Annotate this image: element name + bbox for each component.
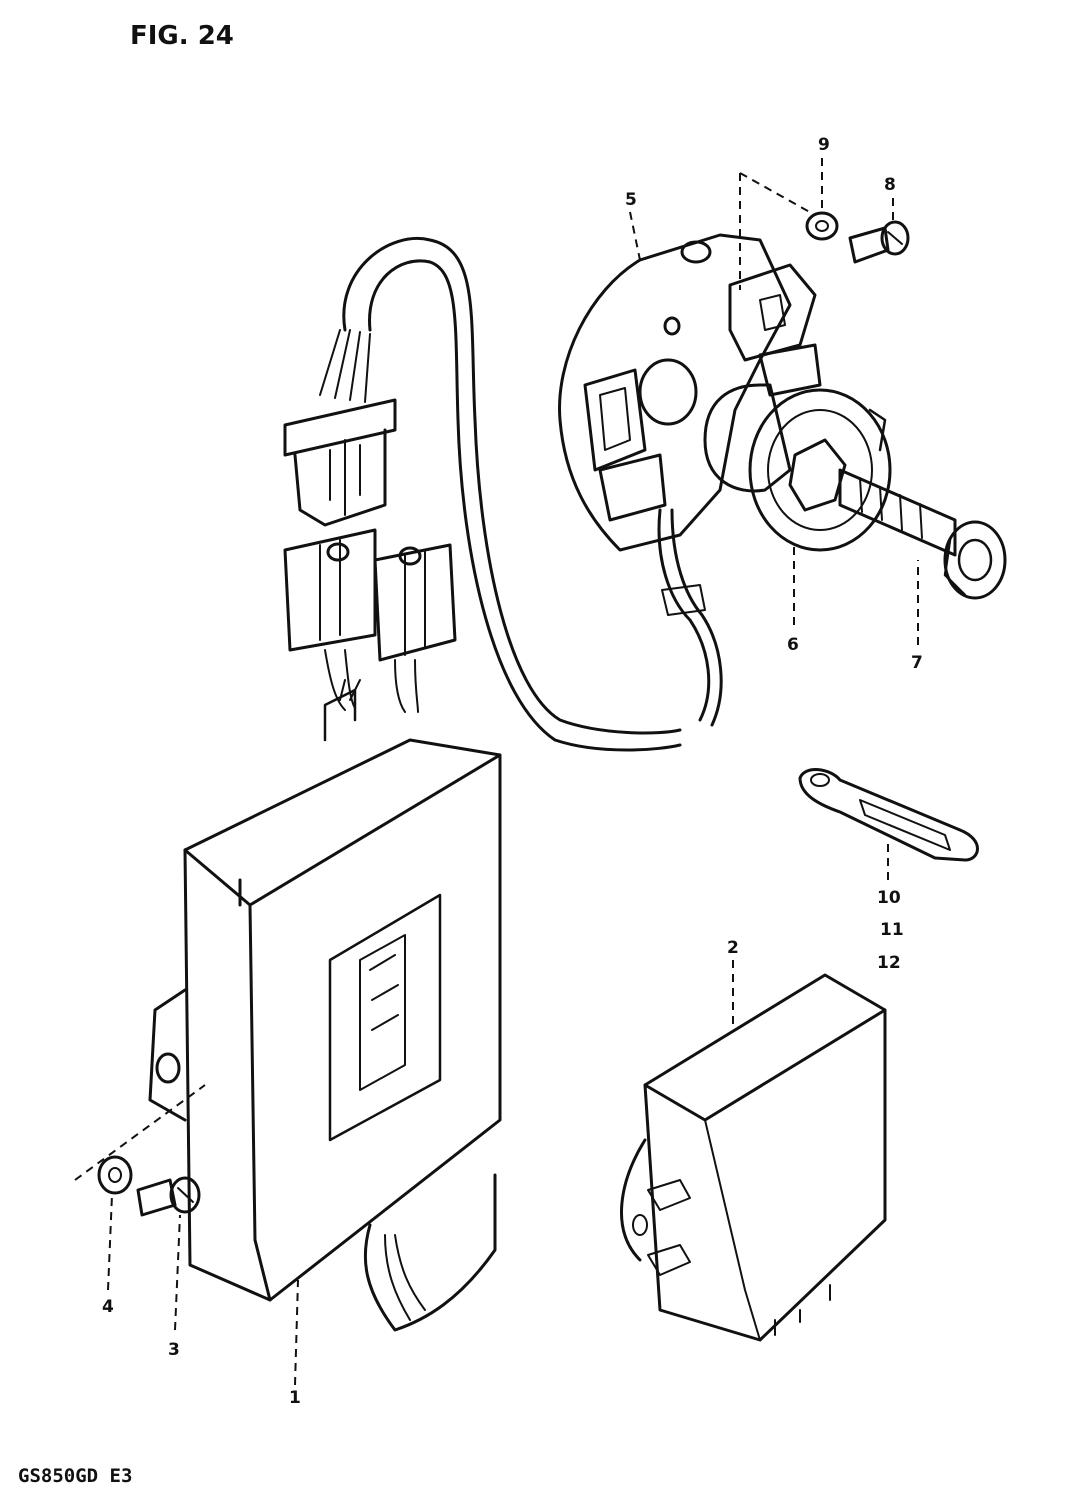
wiring-clamp xyxy=(798,768,979,862)
callout-9: 9 xyxy=(818,135,830,155)
pickup-plate xyxy=(558,233,822,727)
callout-2: 2 xyxy=(727,938,739,958)
model-code: GS850GD E3 xyxy=(18,1465,132,1487)
figure-label: FIG. 24 xyxy=(130,21,234,51)
callout-7: 7 xyxy=(911,653,923,673)
callout-12: 12 xyxy=(877,953,901,973)
callout-1: 1 xyxy=(289,1388,301,1408)
callout-8: 8 xyxy=(884,175,896,195)
callout-10: 10 xyxy=(877,888,901,908)
callout-3: 3 xyxy=(168,1340,180,1360)
secondary-unit xyxy=(620,973,887,1342)
callout-4: 4 xyxy=(102,1297,114,1317)
rotor-bolt xyxy=(838,468,1007,600)
callout-6: 6 xyxy=(787,635,799,655)
leader-lines xyxy=(74,158,919,1386)
callouts: 1 2 3 4 5 6 7 8 9 10 11 12 xyxy=(102,135,923,1408)
igniter-unit xyxy=(148,738,502,1332)
wire-harness xyxy=(283,237,682,752)
callout-11: 11 xyxy=(880,920,904,940)
signal-rotor xyxy=(703,383,892,552)
callout-5: 5 xyxy=(625,190,637,210)
screw-and-washer xyxy=(805,211,910,264)
mount-screw-and-washer xyxy=(97,1155,201,1217)
